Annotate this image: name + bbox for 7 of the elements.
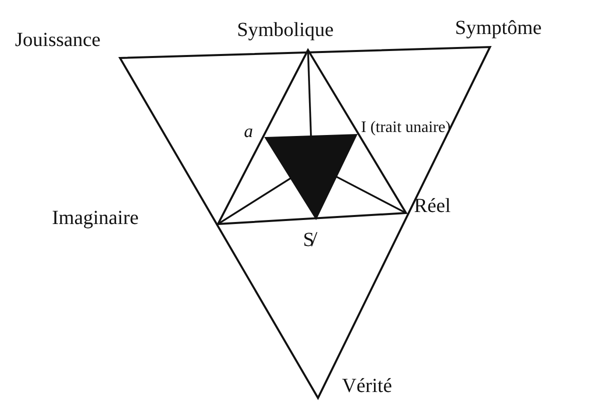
vertex-label: Symbolique: [237, 20, 334, 40]
vertex-label: Vérité: [342, 376, 392, 396]
vertex-label: Jouissance: [15, 30, 101, 50]
vertex-label: Symptôme: [455, 18, 542, 38]
vertex-label: Réel: [414, 196, 451, 216]
vertex-label: Imaginaire: [52, 208, 139, 228]
point-label: a: [244, 122, 253, 140]
